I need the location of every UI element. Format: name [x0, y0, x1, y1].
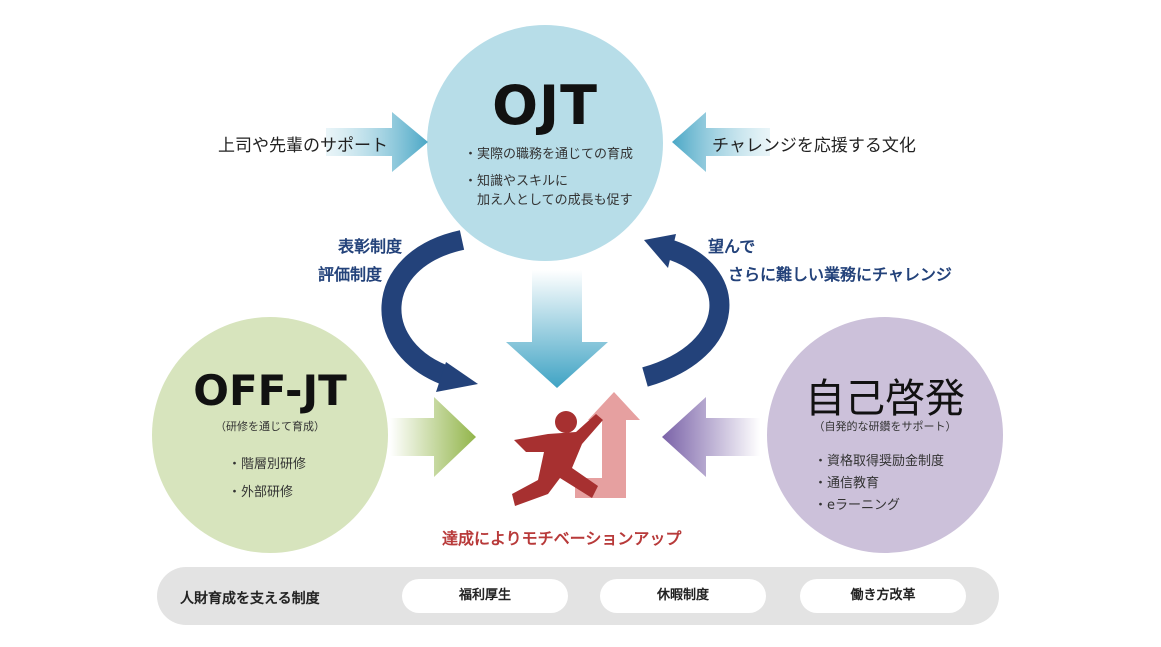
support-item-workstyle: 働き方改革: [800, 579, 966, 613]
culture-label: チャレンジを応援する文化: [712, 136, 916, 156]
challenge-curve-arrow-icon: [642, 239, 730, 387]
jumping-person-icon: [512, 411, 603, 506]
ojt-title: OJT: [492, 74, 598, 137]
support-bar-title: 人財育成を支える制度: [180, 591, 320, 607]
challenge-label-1: 望んで: [708, 237, 756, 256]
support-label: 上司や先輩のサポート: [218, 136, 388, 156]
off-jt-arrow-icon: [390, 397, 476, 477]
ojt-circle: [427, 25, 663, 261]
self-dev-arrow-icon: [662, 397, 760, 477]
self-dev-bullet-3: ・eラーニング: [814, 498, 900, 513]
culture-arrow-icon: [672, 112, 770, 172]
self-dev-bullet-1: ・資格取得奨励金制度: [814, 454, 945, 469]
off-jt-circle: [152, 317, 388, 553]
support-bar: [157, 567, 999, 625]
recognition-curve-arrow-icon: [381, 230, 465, 387]
support-item-welfare: 福利厚生: [402, 579, 568, 613]
ojt-bullet-3: 加え人としての成長も促す: [477, 193, 633, 208]
off-jt-title: OFF-JT: [193, 366, 347, 415]
self-dev-subtitle: （自発的な研鑽をサポート）: [813, 420, 957, 433]
recognition-label-2: 評価制度: [318, 265, 383, 284]
outcome-label: 達成によりモチベーションアップ: [442, 529, 682, 548]
self-dev-circle: [767, 317, 1003, 553]
challenge-label-2: さらに難しい業務にチャレンジ: [728, 265, 952, 284]
off-jt-subtitle: （研修を通じて育成）: [215, 420, 325, 433]
ojt-bullet-1: ・実際の職務を通じての育成: [464, 147, 634, 162]
off-jt-bullet-2: ・外部研修: [228, 485, 294, 500]
self-dev-title: 自己啓発: [805, 376, 965, 422]
recognition-label-1: 表彰制度: [338, 237, 403, 256]
growth-down-arrow-icon: [506, 270, 608, 388]
self-dev-bullet-2: ・通信教育: [814, 476, 880, 491]
support-item-leave: 休暇制度: [600, 579, 766, 613]
off-jt-bullet-1: ・階層別研修: [228, 457, 307, 472]
support-arrow-icon: [326, 112, 428, 172]
ojt-bullet-2: ・知識やスキルに: [464, 174, 569, 189]
